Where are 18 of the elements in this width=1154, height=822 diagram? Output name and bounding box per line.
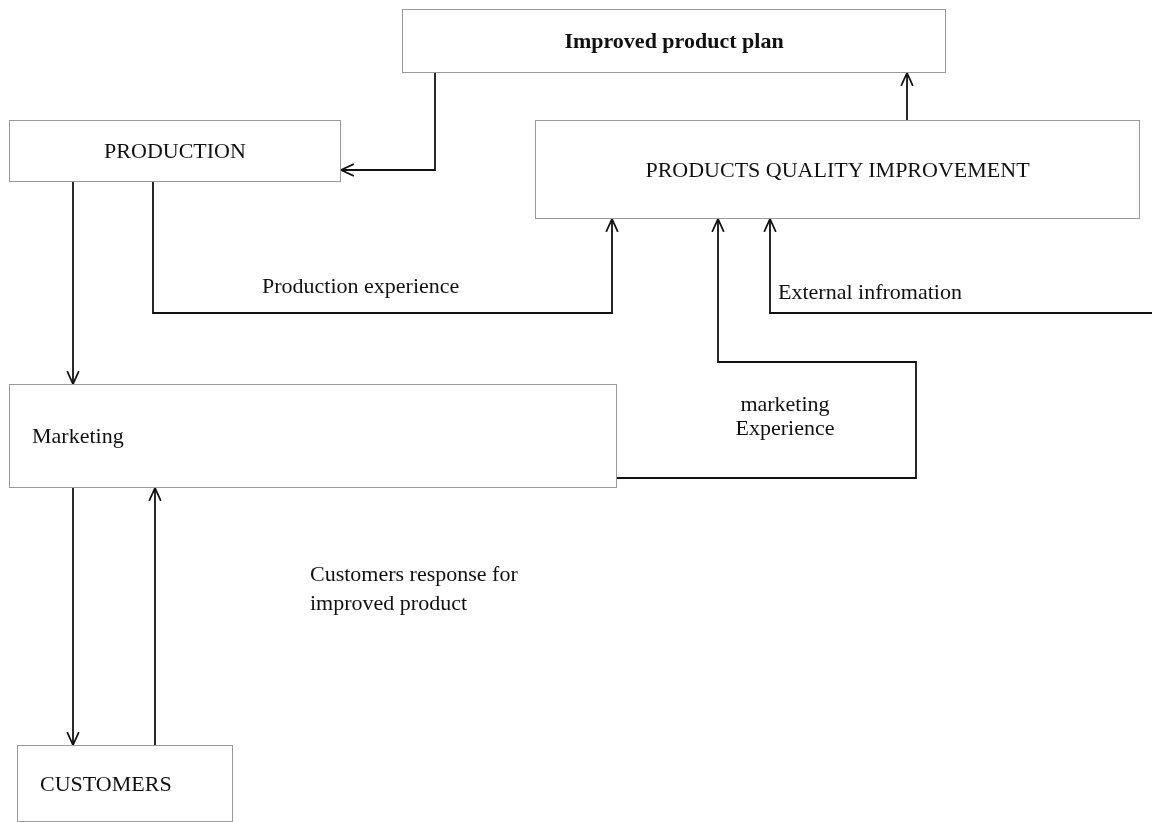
arrow <box>616 218 917 479</box>
box-label: PRODUCTION <box>104 138 246 164</box>
arrow <box>152 181 619 314</box>
process-box <box>402 9 946 73</box>
arrow <box>763 218 1153 314</box>
box-label: Marketing <box>32 423 124 449</box>
arrow <box>148 487 162 746</box>
arrow <box>900 72 914 121</box>
process-box <box>17 745 233 822</box>
process-box <box>9 120 341 182</box>
arrow <box>66 181 80 385</box>
process-box <box>9 384 617 488</box>
arrow <box>66 487 80 746</box>
box-label: PRODUCTS QUALITY IMPROVEMENT <box>645 156 1030 183</box>
box-label: CUSTOMERS <box>40 770 172 797</box>
box-label: Improved product plan <box>564 28 784 54</box>
process-box <box>535 120 1140 219</box>
arrow <box>340 72 436 177</box>
